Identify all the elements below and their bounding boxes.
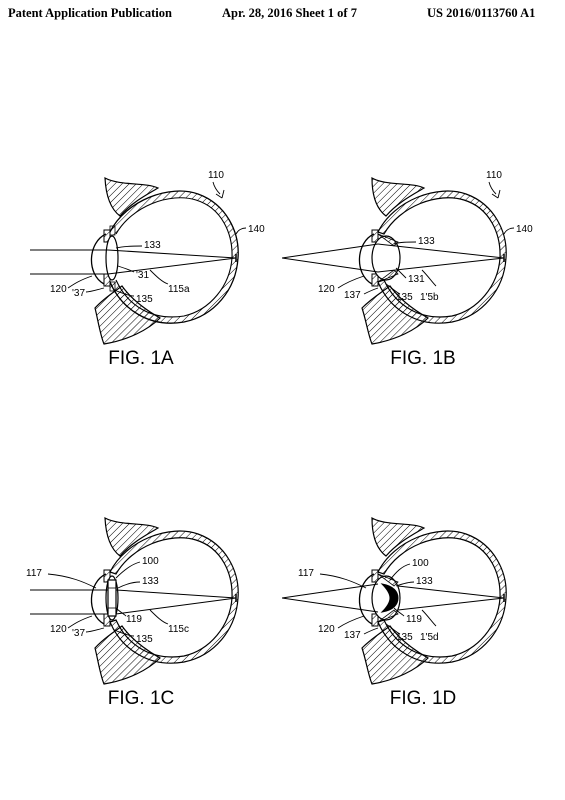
label-137: '37: [72, 288, 85, 299]
eye-diagram-1b: 110 140 133 131 120 137 135 1'5b: [282, 170, 533, 345]
label-120: 120: [50, 624, 67, 635]
cornea: [90, 233, 107, 285]
label-110: 110: [208, 170, 224, 181]
label-135: 135: [396, 632, 413, 643]
label-115a: 115a: [168, 284, 190, 295]
figure-1c: 117 100 133 119 120 '37 135 115c FIG. 1C: [0, 490, 282, 800]
figure-1d: 117 100 133 119 120 137 135 1'5d FIG. 1D: [282, 490, 564, 800]
label-100: 100: [412, 558, 429, 569]
label-133: 133: [142, 576, 159, 587]
label-140: 140: [516, 224, 533, 235]
crystalline-lens: [371, 575, 401, 621]
figure-caption: FIG. 1B: [390, 348, 456, 369]
label-110: 110: [486, 170, 502, 181]
label-100: 100: [142, 556, 159, 567]
label-115b: 1'5b: [420, 292, 439, 303]
label-137: 137: [344, 630, 361, 641]
cornea: [90, 573, 107, 625]
crystalline-lens: [105, 235, 119, 281]
eye-diagram-1a: 110 140 133 '31 120 '37 135 115a: [30, 170, 265, 345]
date-sheet-label: Apr. 28, 2016 Sheet 1 of 7: [222, 6, 357, 20]
label-135: 135: [136, 294, 153, 305]
label-115c: 115c: [168, 624, 189, 635]
label-115d: 1'5d: [420, 632, 439, 643]
upper-orbit-bone: [371, 516, 426, 557]
cornea: [358, 573, 375, 625]
label-133: 133: [416, 576, 433, 587]
label-131: '31: [136, 270, 149, 281]
label-119: 119: [406, 614, 422, 625]
label-140: 140: [248, 224, 265, 235]
figure-caption: FIG. 1A: [108, 348, 174, 369]
label-120: 120: [318, 624, 335, 635]
upper-orbit-bone: [371, 176, 426, 217]
upper-orbit-bone: [104, 176, 160, 217]
label-135: 135: [136, 634, 153, 645]
label-137: 137: [344, 290, 361, 301]
label-135: 135: [396, 292, 413, 303]
label-133: 133: [418, 236, 435, 247]
figure-1a: 110 140 133 '31 120 '37 135 115a FIG. 1A: [0, 150, 282, 460]
label-133: 133: [144, 240, 161, 251]
publication-number: US 2016/0113760 A1: [427, 6, 536, 20]
implant-device: [107, 579, 117, 617]
label-119: 119: [126, 614, 142, 625]
label-131: 131: [408, 274, 425, 285]
publication-label: Patent Application Publication: [8, 6, 172, 20]
eye-diagram-1d: 117 100 133 119 120 137 135 1'5d: [282, 516, 507, 685]
label-117: 117: [26, 568, 42, 579]
upper-orbit-bone: [104, 516, 160, 557]
figure-caption: FIG. 1C: [107, 688, 175, 709]
eye-diagram-1c: 117 100 133 119 120 '37 135 115c: [26, 516, 239, 685]
label-120: 120: [318, 284, 335, 295]
label-117: 117: [298, 568, 314, 579]
crystalline-lens: [371, 235, 401, 281]
page-header: Patent Application Publication Apr. 28, …: [0, 6, 565, 24]
figure-caption: FIG. 1D: [389, 688, 457, 709]
cornea: [358, 233, 375, 285]
label-120: 120: [50, 284, 67, 295]
figure-1b: 110 140 133 131 120 137 135 1'5b FIG. 1B: [282, 150, 564, 460]
implant-device: [380, 583, 399, 613]
label-137: '37: [72, 628, 85, 639]
